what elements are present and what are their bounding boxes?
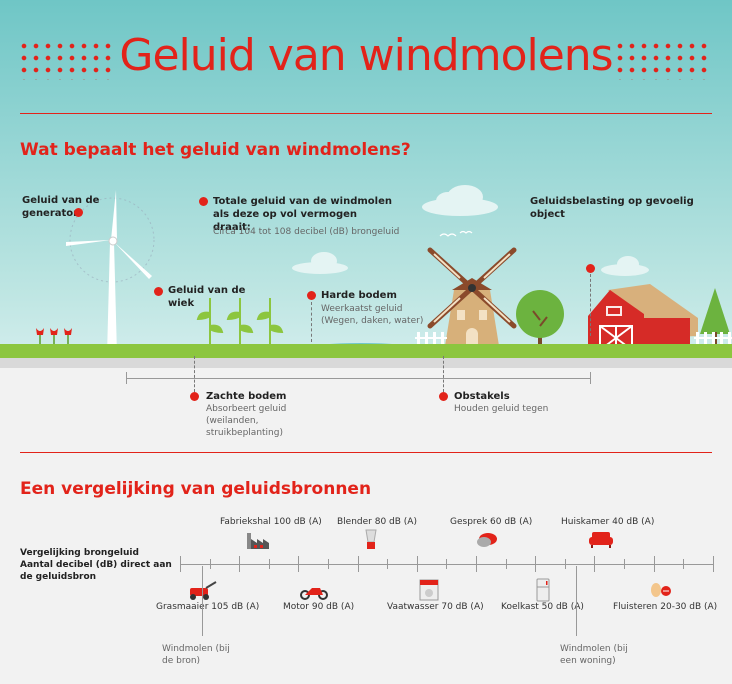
distance-scale bbox=[126, 378, 590, 379]
db-scale-tick bbox=[298, 556, 300, 572]
obstakels-line bbox=[443, 356, 444, 392]
db-scale-tick bbox=[209, 559, 211, 569]
db-scale-tick bbox=[328, 559, 329, 569]
zachte-bodem-line bbox=[194, 356, 195, 392]
db-scale-tick bbox=[653, 556, 655, 572]
lower-panel bbox=[0, 368, 732, 684]
fence-icon bbox=[415, 332, 447, 348]
wiek-marker bbox=[154, 287, 163, 296]
zachte-bodem-marker bbox=[190, 392, 199, 401]
totaal-title: Totale geluid van de windmolen als deze … bbox=[213, 196, 392, 233]
harde-bodem-line bbox=[311, 302, 312, 342]
obstakels-title: Obstakels bbox=[454, 391, 510, 402]
generator-label: Geluid van de generator bbox=[22, 195, 100, 219]
harde-bodem-subtitle: Weerkaatst geluid (Wegen, daken, water) bbox=[321, 304, 424, 326]
top-item-label: Gesprek 60 dB (A) bbox=[450, 517, 533, 527]
belasting-line bbox=[590, 274, 591, 336]
db-scale-tick bbox=[505, 559, 507, 569]
decor-dots-left bbox=[18, 40, 114, 80]
section2-heading: Een vergelijking van geluidsbronnen bbox=[20, 479, 372, 499]
bottom-item-label: Koelkast 50 dB (A) bbox=[501, 602, 584, 612]
top-item-label: Huiskamer 40 dB (A) bbox=[561, 517, 655, 527]
bottom-item-label: Vaatwasser 70 dB (A) bbox=[387, 602, 484, 612]
totaal-subtitle: Circa 104 tot 108 decibel (dB) brongelui… bbox=[213, 227, 400, 237]
divider bbox=[20, 452, 712, 453]
lawnmower-icon bbox=[190, 581, 217, 600]
windmolen-woning-line bbox=[576, 566, 577, 636]
speech-bubble-icon bbox=[477, 533, 497, 547]
harde-bodem-title: Harde bodem bbox=[321, 290, 397, 301]
scale-tick bbox=[590, 372, 591, 384]
obstakels-subtitle: Houden geluid tegen bbox=[454, 404, 549, 414]
cloud-icon bbox=[292, 252, 348, 274]
db-scale-tick bbox=[416, 556, 418, 572]
windmolen-woning-label: Windmolen (bij een woning) bbox=[560, 644, 628, 666]
decor-dots-right bbox=[614, 40, 710, 80]
zachte-bodem-subtitle: Absorbeert geluid (weilanden, struikbepl… bbox=[206, 404, 287, 438]
bottom-item-label: Fluisteren 20-30 dB (A) bbox=[613, 602, 718, 612]
tree-icon bbox=[516, 290, 564, 348]
sofa-icon bbox=[589, 532, 613, 548]
windmolen-bron-line bbox=[202, 566, 203, 636]
page-title: Geluid van windmolens bbox=[119, 30, 613, 81]
windmill-icon bbox=[427, 247, 517, 352]
db-scale-tick bbox=[594, 556, 596, 572]
birds-icon bbox=[439, 230, 473, 237]
db-scale-tick bbox=[476, 556, 477, 572]
db-scale-tick bbox=[535, 556, 537, 572]
grass-strip bbox=[0, 344, 732, 358]
factory-icon bbox=[247, 533, 269, 549]
dishwasher-icon bbox=[419, 579, 439, 601]
db-scale-tick bbox=[683, 559, 685, 569]
db-scale-tick bbox=[387, 559, 389, 569]
zachte-bodem-title: Zachte bodem bbox=[206, 391, 287, 402]
fence-icon bbox=[694, 332, 732, 348]
tulips-icon bbox=[36, 328, 72, 350]
fridge-icon bbox=[536, 578, 550, 602]
obstakels-marker bbox=[439, 392, 448, 401]
wiek-label: Geluid van de wiek bbox=[168, 285, 246, 309]
generator-marker bbox=[74, 208, 83, 217]
bottom-item-label: Motor 90 dB (A) bbox=[283, 602, 355, 612]
cloud-icon bbox=[601, 256, 649, 276]
comparison-side-label: Vergelijking brongeluid Aantal decibel (… bbox=[20, 548, 172, 582]
db-scale-tick bbox=[239, 556, 241, 572]
db-scale-tick bbox=[624, 559, 625, 569]
bottom-item-label: Grasmaaier 105 dB (A) bbox=[156, 602, 260, 612]
corn-plants-icon bbox=[196, 298, 284, 346]
db-scale-tick bbox=[446, 559, 448, 569]
db-scale-tick bbox=[564, 559, 566, 569]
section1-heading: Wat bepaalt het geluid van windmolens? bbox=[20, 140, 411, 160]
windmolen-bron-label: Windmolen (bij de bron) bbox=[162, 644, 230, 666]
blender-icon bbox=[365, 529, 377, 549]
top-item-label: Fabriekshal 100 dB (A) bbox=[220, 517, 322, 527]
belasting-label: Geluidsbelasting op gevoelig object bbox=[530, 196, 694, 220]
whisper-icon bbox=[651, 583, 671, 597]
db-scale-tick bbox=[180, 556, 181, 572]
db-scale-tick bbox=[712, 556, 714, 572]
cloud-icon bbox=[422, 185, 498, 216]
motorcycle-icon bbox=[300, 588, 328, 600]
barn-icon bbox=[588, 284, 698, 354]
scale-tick bbox=[126, 372, 127, 384]
harde-bodem-marker bbox=[307, 291, 316, 300]
ground-strip bbox=[0, 358, 732, 368]
db-scale-tick bbox=[268, 559, 270, 569]
wind-turbine-icon bbox=[66, 190, 155, 355]
top-item-label: Blender 80 dB (A) bbox=[337, 517, 417, 527]
db-scale-tick bbox=[357, 556, 359, 572]
totaal-marker bbox=[199, 197, 208, 206]
divider bbox=[20, 113, 712, 114]
belasting-marker bbox=[586, 264, 595, 273]
